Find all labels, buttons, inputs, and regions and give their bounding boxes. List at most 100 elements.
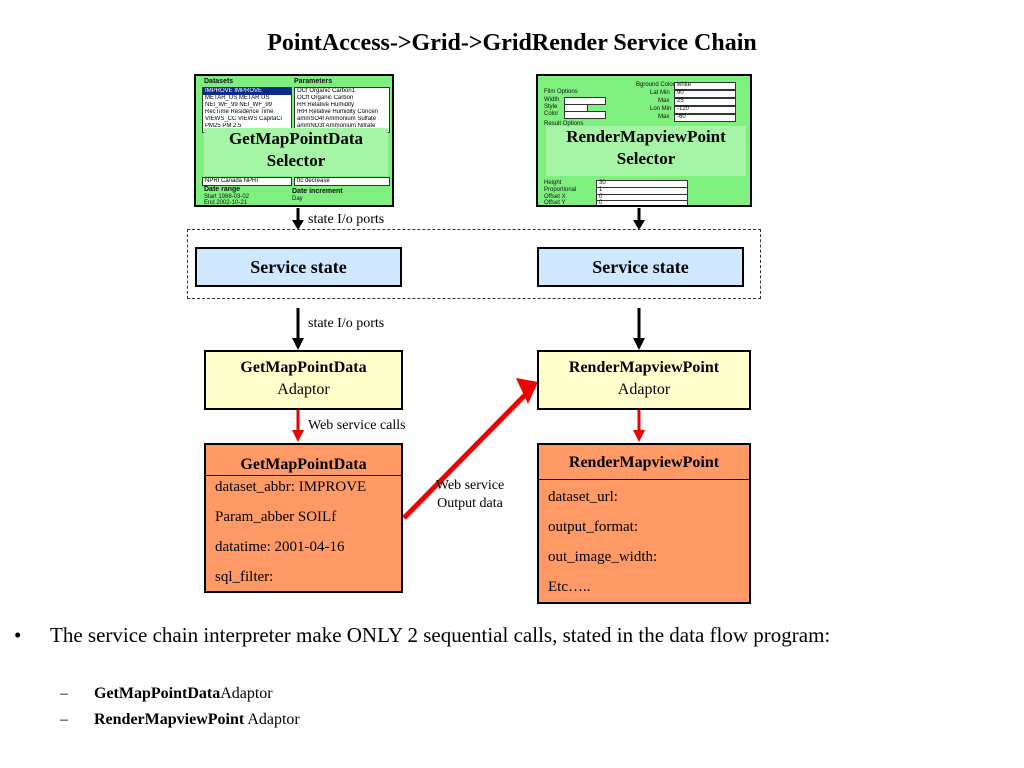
adaptor-name: RenderMapviewPoint [568,359,720,376]
bullet-text: The service chain interpreter make ONLY … [50,623,831,647]
arrow-output-to-render-adaptor [402,378,538,520]
getmappointdata-selector[interactable]: Datasets Parameters IMPROVE IMPROVE META… [194,74,394,207]
date-end: End 2002-10-21 [204,200,248,206]
sub-item-rest: Adaptor [244,711,300,728]
rendermapviewpoint-adaptor[interactable]: RenderMapviewPoint Adaptor [537,350,751,410]
lon-min-label: Lon Min [650,106,672,112]
service-state-group [187,229,761,299]
parameter-item[interactable]: ammSO4f Ammonium Sulfate [297,116,377,122]
getmappointdata-service[interactable]: GetMapPointData dataset_abbr: IMPROVE Pa… [204,443,403,593]
filter-field-right[interactable]: ttc decrease [294,177,390,186]
film-options-label: Film Options [544,89,578,95]
rendermapviewpoint-selector[interactable]: Film Options Width Style Color Bground C… [536,74,752,207]
height-value: 30 [599,180,606,186]
date-range-header: Date range [204,186,241,193]
getmappointdata-selector-label: GetMapPointData Selector [204,128,388,176]
proportional-label: Proportional [544,187,577,193]
lon-min-field[interactable]: -120 [674,106,736,114]
web-service-output-label: Web service Output data [422,477,518,513]
dataset-item[interactable]: VIEWS_CC VIEWS CapitaCi [205,116,283,122]
service-param-row: dataset_abbr: IMPROVE [215,479,367,495]
dataset-item[interactable]: IMPROVE IMPROVE [203,88,291,95]
getmappointdata-adaptor[interactable]: GetMapPointData Adaptor [204,350,403,410]
arrow-selector-to-state-left [292,208,304,230]
service-param-row: sql_filter: [215,569,274,585]
rendermapviewpoint-selector-label: RenderMapviewPoint Selector [546,126,746,176]
service-param-row: datatime: 2001-04-16 [215,539,345,555]
parameter-item[interactable]: ammNO3f Ammonium Nitrate [297,123,376,129]
service-param-row: out_image_width: [548,549,658,565]
offset-y-value: 0 [599,200,603,206]
lon-min-value: -120 [677,106,690,112]
region-field-left[interactable]: NPRI Canada NPRI [202,177,292,186]
offset-y-label: Offset Y [544,200,566,206]
web-service-calls-label: Web service calls [308,418,406,433]
date-start: Start 1988-03-02 [204,194,250,200]
arrow-selector-to-state-right [633,208,645,230]
bullet-marker: • [14,623,22,647]
sub-item-getmappointdata: GetMapPointDataAdaptor [94,684,273,704]
service-param-row: Etc….. [548,579,591,595]
adaptor-sub: Adaptor [277,381,330,398]
rendermapviewpoint-service[interactable]: RenderMapviewPoint dataset_url: output_f… [537,443,751,604]
service-param-row: dataset_url: [548,489,618,505]
proportional-value: 1 [599,187,603,193]
arrow-adaptor-to-service-left [292,410,304,442]
sub-item-rest: Adaptor [220,685,273,702]
datasets-header: Datasets [204,78,234,85]
color-field[interactable] [564,111,606,119]
sub-item-bold: RenderMapviewPoint [94,711,245,728]
web-service-output-line2: Output data [437,496,503,511]
lat-min-field[interactable]: 90 [674,90,736,98]
offset-y-field[interactable]: 0 [596,200,688,206]
web-service-output-line1: Web service [435,478,505,493]
offset-x-value: 0 [599,194,603,200]
arrow-state-to-adaptor-left [292,308,304,350]
service-param-row: output_format: [548,519,638,535]
color-label: Color [544,111,559,117]
parameters-list[interactable]: OCf Organic Carbon1 OCff Organic Carbon … [294,87,390,133]
dataset-item[interactable]: PM25 PM 2.5 [205,123,242,129]
parameter-item[interactable]: fRH Relative Humidity Concen [297,109,379,115]
offset-x-label: Offset X [544,194,566,200]
lat-min-value: 90 [677,90,684,96]
datasets-list[interactable]: IMPROVE IMPROVE METAR_US METAR US NEI_WF… [202,87,292,133]
sub-marker: – [60,711,68,728]
dataset-item[interactable]: NEI_WF_99 NEI_WF_99 [205,102,273,108]
date-increment-value: Day [292,196,303,202]
sub-item-rendermapviewpoint: RenderMapviewPoint Adaptor [94,710,300,730]
lon-max-field[interactable]: -60 [674,114,736,122]
arrow-adaptor-to-service-right [633,410,645,442]
lat-max-field[interactable]: 25 [674,98,736,106]
service-state-right[interactable]: Service state [537,247,744,287]
parameter-item[interactable]: OCf Organic Carbon1 [297,88,356,94]
width-label: Width [544,97,560,103]
adaptor-sub: Adaptor [617,381,671,398]
region-value: NPRI Canada NPRI [205,178,259,184]
state-io-label-top: state I/o ports [308,212,385,227]
lon-max-value: -60 [677,114,686,120]
parameters-header: Parameters [294,78,333,85]
selector-label-line2: Selector [616,149,676,168]
lat-max-value: 25 [677,98,684,104]
selector-label-line1: RenderMapviewPoint [566,127,726,146]
service-header: GetMapPointData [206,445,401,476]
height-label: Height [544,180,562,186]
selector-label-line1: GetMapPointData [228,129,364,148]
service-state-left[interactable]: Service state [195,247,402,287]
bground-color-value: white [677,82,692,88]
dataset-item[interactable]: RecTime Residence Time [205,109,274,115]
result-options-label: Result Options [544,121,584,127]
lat-max-label: Max [658,98,670,104]
parameter-item[interactable]: OCff Organic Carbon [297,95,354,101]
service-param-row: Param_abber SOILf [215,509,337,525]
adaptor-name: GetMapPointData [240,359,367,376]
dataset-item[interactable]: METAR_US METAR US [205,95,270,101]
parameter-item[interactable]: RH Relative Humidity [297,102,355,108]
sub-marker: – [60,685,68,702]
bground-color-field[interactable]: white [674,82,736,90]
page-title: PointAccess->Grid->GridRender Service Ch… [267,30,757,56]
filter-value: ttc decrease [297,178,330,184]
lat-min-label: Lat Min [650,90,670,96]
